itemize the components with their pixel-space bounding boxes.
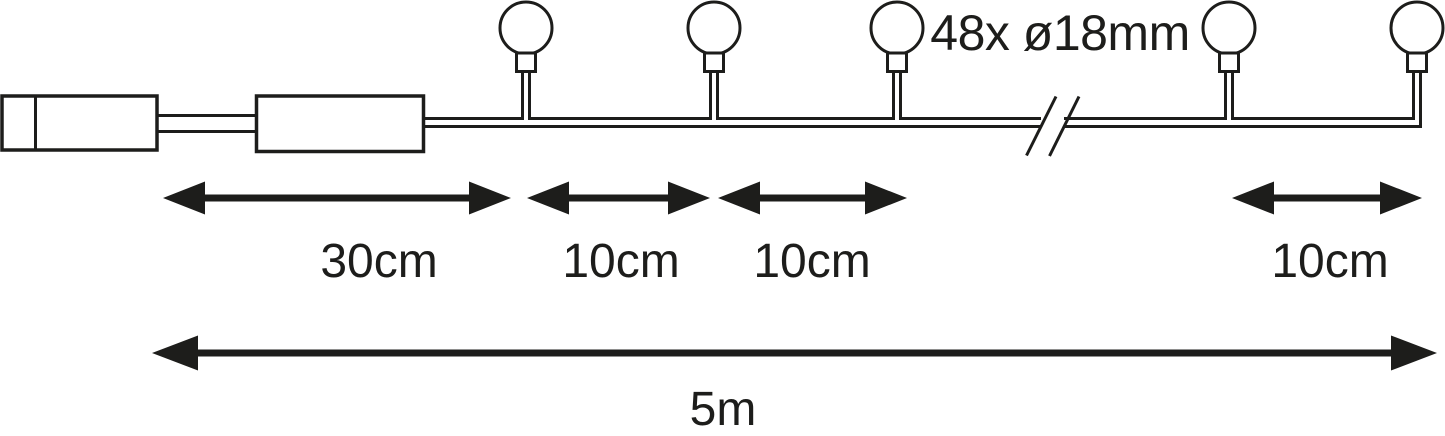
bulb-1 — [498, 0, 554, 124]
arrow-left-head — [718, 181, 760, 215]
bulb-socket — [1406, 51, 1428, 73]
bulb-2 — [686, 0, 742, 124]
dimension-arrow-10cm-last — [1232, 181, 1422, 215]
arrow-left-head — [527, 181, 569, 215]
spec-label: 48x ø18mm — [930, 5, 1189, 61]
string-wire — [423, 117, 1422, 128]
bulb-socket — [1218, 51, 1240, 73]
bulb-socket — [886, 51, 908, 73]
bulb-socket — [515, 51, 537, 73]
dimension-label-30cm: 30cm — [320, 235, 437, 288]
arrow-right-head — [668, 181, 710, 215]
dimension-label-total: 5m — [690, 383, 757, 436]
break-mark-icon — [1025, 95, 1081, 157]
arrow-left-head — [163, 181, 205, 215]
dimension-arrow-30cm — [163, 181, 511, 215]
dimension-arrow-10cm-1 — [527, 181, 710, 215]
arrow-right-head — [1380, 181, 1422, 215]
dimension-arrow-10cm-2 — [718, 181, 907, 215]
transformer-box — [254, 94, 426, 154]
bulb-globe — [1389, 0, 1445, 56]
dimension-label-10cm-1: 10cm — [562, 235, 679, 288]
bulb-globe — [1201, 0, 1257, 56]
dimension-arrow-total-5m — [152, 335, 1437, 371]
bulb-globe — [686, 0, 742, 56]
dimension-label-10cm-2: 10cm — [753, 235, 870, 288]
arrow-right-head — [469, 181, 511, 215]
arrow-left-head — [1232, 181, 1274, 215]
bulb-5 — [1389, 0, 1445, 128]
bulb-globe — [869, 0, 925, 56]
bulb-4 — [1201, 0, 1257, 124]
power-plug — [0, 94, 159, 152]
plug-cable — [150, 114, 262, 133]
arrow-left-head — [152, 335, 198, 371]
arrow-right-head — [1391, 335, 1437, 371]
arrow-right-head — [865, 181, 907, 215]
bulb-socket — [703, 51, 725, 73]
dimension-label-10cm-last: 10cm — [1271, 235, 1388, 288]
bulb-globe — [498, 0, 554, 56]
bulb-3 — [869, 0, 925, 124]
